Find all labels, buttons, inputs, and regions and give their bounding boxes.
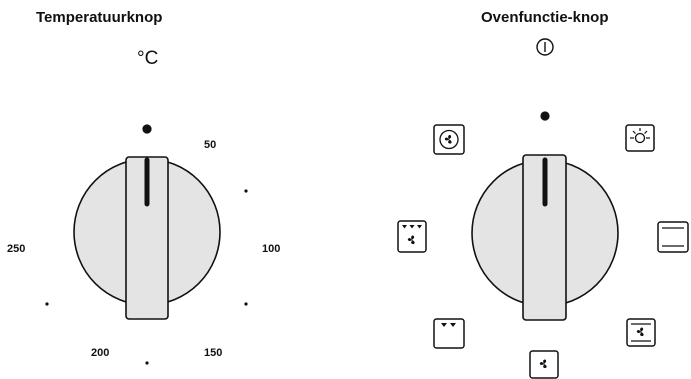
temp-label-100: 100	[262, 243, 281, 255]
temp-tick-200	[45, 302, 49, 306]
function-knob-title: Ovenfunctie-knop	[481, 9, 609, 26]
lamp-icon	[625, 124, 655, 152]
top-bottom-heat-icon	[657, 221, 689, 253]
temp-tick-50	[244, 189, 248, 193]
fan-heat-icon	[433, 124, 465, 155]
bottom-heat-fan-icon	[626, 318, 656, 347]
temp-label-150: 150	[204, 347, 223, 359]
temp-marker-off	[142, 124, 152, 134]
temp-label-250: 250	[7, 243, 26, 255]
temperature-knob[interactable]	[73, 156, 221, 320]
temperature-knob-title: Temperatuurknop	[36, 9, 163, 26]
celsius-unit-label: °C	[137, 48, 159, 69]
top-heat-icon	[433, 318, 465, 349]
temp-tick-150	[145, 361, 149, 365]
temp-tick-100	[244, 302, 248, 306]
grill-fan-icon	[397, 220, 427, 253]
function-marker-off	[540, 111, 550, 121]
function-knob[interactable]	[471, 154, 619, 321]
temp-label-50: 50	[204, 139, 217, 151]
fan-icon	[529, 350, 559, 379]
power-icon	[536, 38, 554, 56]
temp-label-200: 200	[91, 347, 110, 359]
